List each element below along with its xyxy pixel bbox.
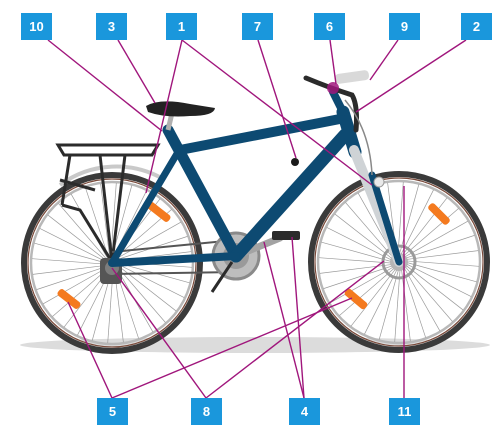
callout-badge-7: 7 xyxy=(242,13,273,40)
spoke xyxy=(47,214,107,261)
front-light xyxy=(373,176,385,188)
spoke xyxy=(43,266,108,305)
spoke xyxy=(58,203,108,260)
spoke xyxy=(321,241,394,263)
spoke xyxy=(330,265,395,304)
stem xyxy=(329,88,347,116)
spoke xyxy=(319,263,394,274)
spoke xyxy=(326,227,394,262)
front-fork xyxy=(349,145,404,267)
leader-8b xyxy=(205,260,385,399)
bell xyxy=(327,82,339,94)
brake-cable xyxy=(344,99,373,176)
leader-1a xyxy=(145,39,183,194)
spoke xyxy=(100,183,111,258)
spoke xyxy=(334,213,394,260)
leader-2 xyxy=(355,39,467,113)
spoke xyxy=(116,266,166,323)
spoke xyxy=(116,221,181,260)
spoke xyxy=(400,267,411,342)
spoke xyxy=(52,267,109,317)
spoke xyxy=(110,183,117,258)
leader-1b xyxy=(181,39,373,186)
spoke xyxy=(397,182,404,257)
callout-badge-2: 2 xyxy=(461,13,492,40)
saddle xyxy=(146,101,215,117)
spoke xyxy=(401,197,448,257)
chain xyxy=(111,239,237,275)
callout-badge-4: 4 xyxy=(289,398,320,425)
spoke xyxy=(378,267,400,340)
handlebar-grip xyxy=(334,70,370,84)
spoke xyxy=(404,264,464,311)
spoke xyxy=(404,260,479,267)
pedal xyxy=(272,231,300,240)
spoke xyxy=(403,220,468,259)
spoke xyxy=(399,189,434,257)
callout-badge-9: 9 xyxy=(389,13,420,40)
spoke xyxy=(319,257,394,264)
spoke xyxy=(339,266,396,316)
spoke xyxy=(404,262,472,297)
callout-badge-1: 1 xyxy=(166,13,197,40)
callout-badge-5: 5 xyxy=(97,398,128,425)
leader-4b xyxy=(291,236,305,399)
leader-8a xyxy=(111,267,207,399)
leader-10 xyxy=(47,39,163,132)
rear-wheel-reflector-top xyxy=(147,202,171,222)
spoke xyxy=(117,263,185,298)
spoke xyxy=(85,187,109,259)
leader-5a xyxy=(67,301,113,399)
spoke xyxy=(323,265,395,289)
callout-badge-3: 3 xyxy=(96,13,127,40)
rear-rack xyxy=(55,143,161,263)
callout-badge-10: 10 xyxy=(21,13,52,40)
spoke xyxy=(345,202,395,259)
leader-7 xyxy=(257,39,297,159)
spoke xyxy=(402,266,441,331)
spoke xyxy=(404,250,479,261)
frame-reflector xyxy=(291,158,299,166)
spoke xyxy=(404,261,477,283)
spoke xyxy=(32,258,107,265)
callout-badge-11: 11 xyxy=(389,398,420,425)
spoke xyxy=(402,208,459,258)
leader-3 xyxy=(117,39,156,104)
spoke xyxy=(34,242,107,264)
spoke xyxy=(32,264,107,275)
leader-6 xyxy=(329,39,337,85)
leader-5b xyxy=(111,297,353,399)
spoke xyxy=(39,228,107,263)
front-wheel-reflector-bottom xyxy=(344,288,368,310)
front-wheel xyxy=(308,171,490,353)
callout-badge-6: 6 xyxy=(314,13,345,40)
leader-lines xyxy=(47,39,467,399)
spoke xyxy=(402,266,426,338)
leader-9 xyxy=(369,39,399,81)
spoke xyxy=(398,184,420,257)
rear-fender xyxy=(58,164,167,187)
spoke xyxy=(403,235,475,259)
spoke xyxy=(350,267,397,327)
front-wheel-reflector-top xyxy=(428,203,450,225)
leader-4a xyxy=(263,241,305,399)
rear-wheel-reflector-bottom xyxy=(57,289,81,309)
spoke xyxy=(364,267,399,335)
kickstand xyxy=(210,261,234,293)
callout-badge-8: 8 xyxy=(191,398,222,425)
spoke xyxy=(403,265,453,322)
spoke xyxy=(36,266,108,290)
spoke xyxy=(394,267,401,342)
